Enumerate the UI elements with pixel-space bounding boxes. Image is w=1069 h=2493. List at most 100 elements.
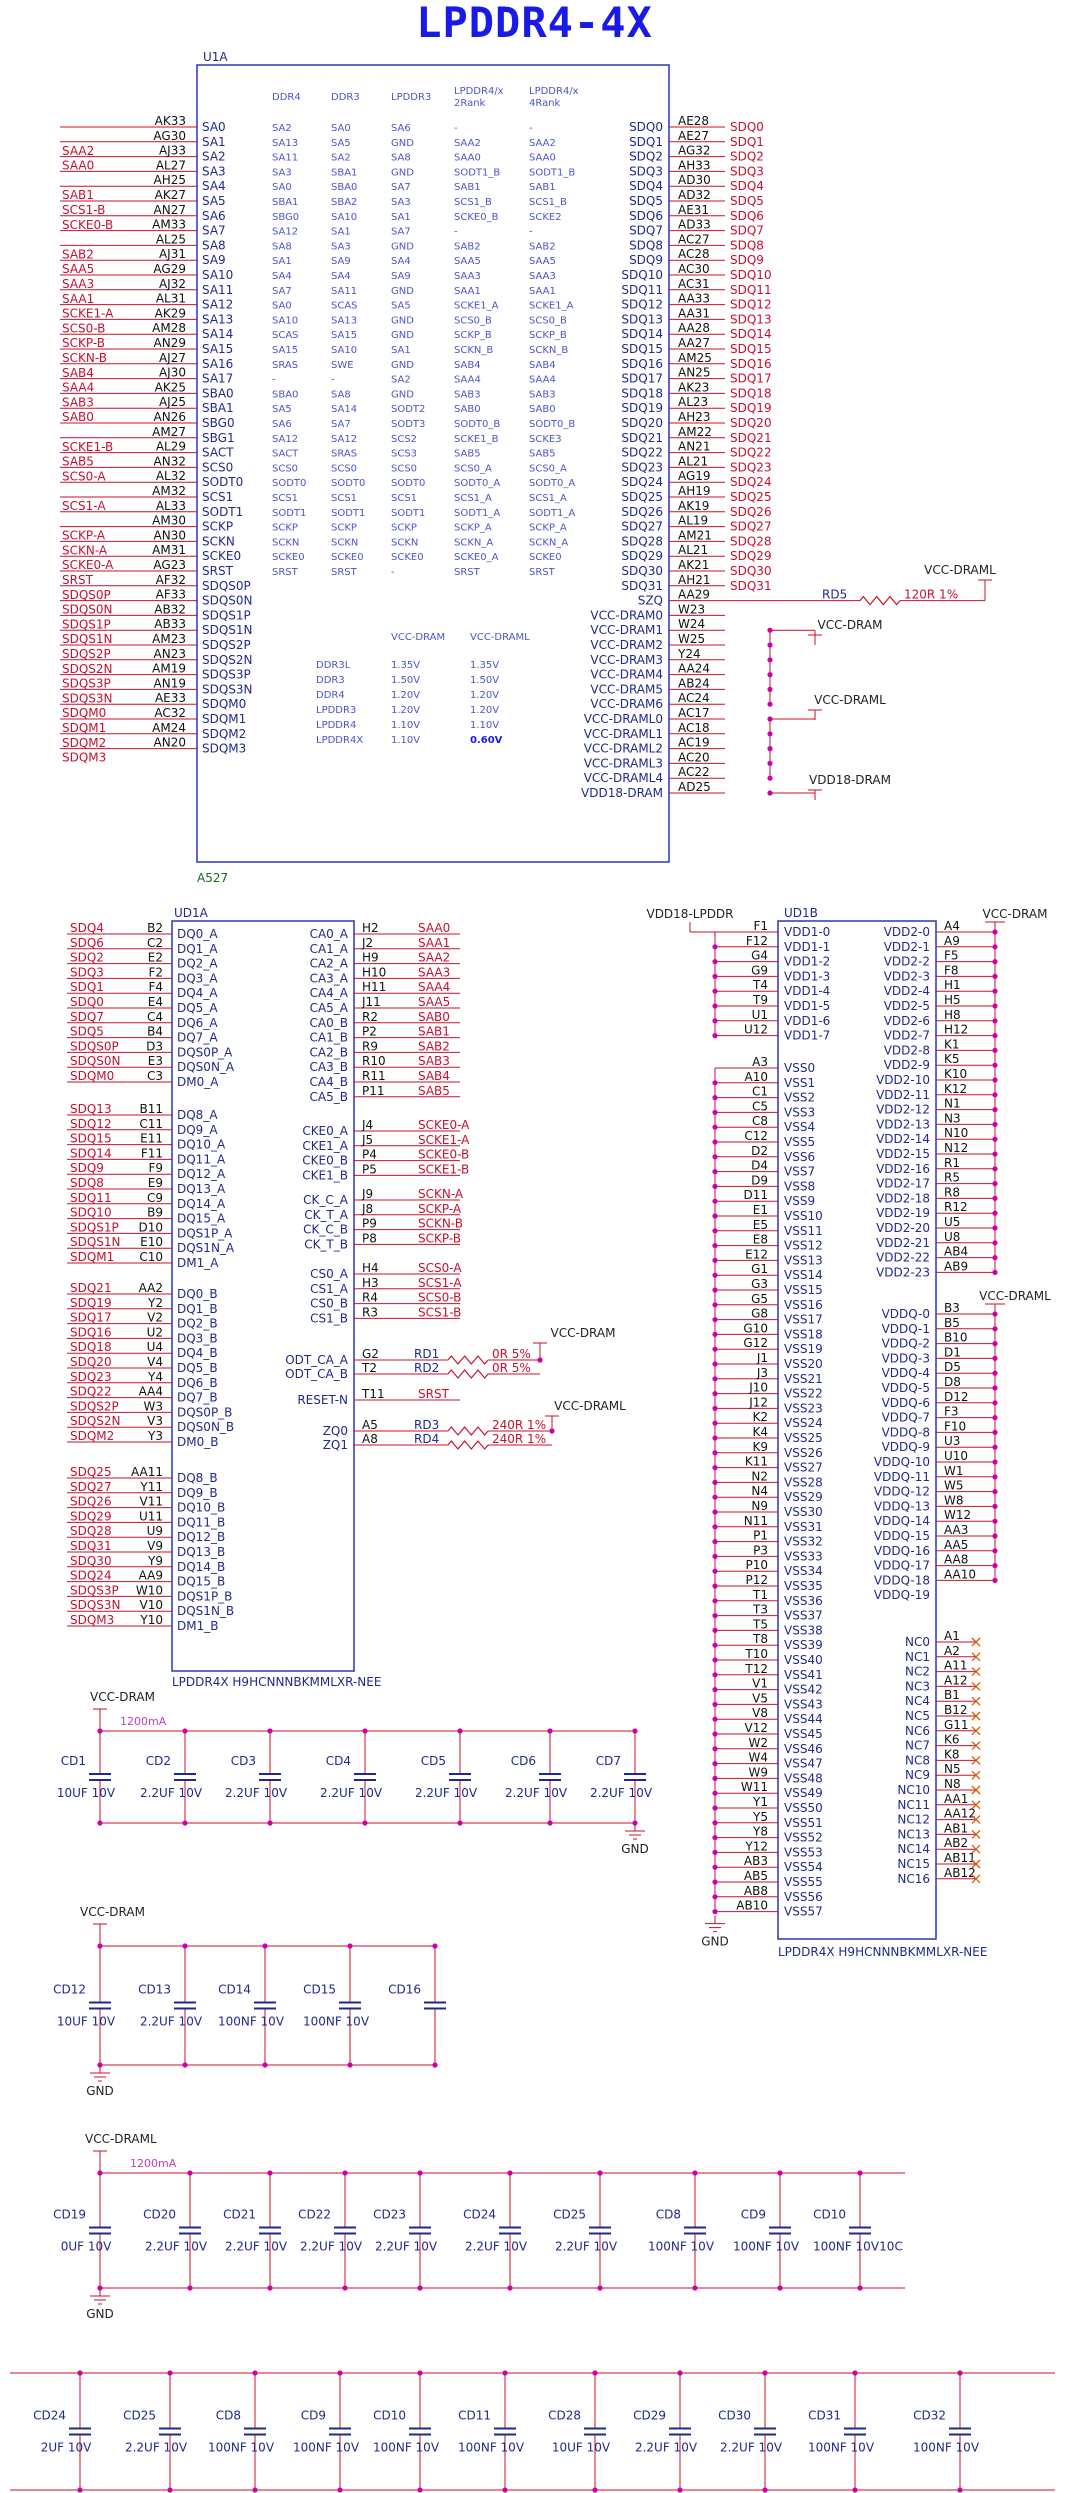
ud1a-right-net: SAA0 <box>418 921 450 935</box>
u1a-pin-name: SA11 <box>202 283 233 297</box>
junction-dot <box>992 1355 998 1361</box>
u1a-alt-func: SCS3 <box>391 449 417 460</box>
ud1a-right-ball: H10 <box>362 965 386 979</box>
junction-dot <box>992 1503 998 1509</box>
junction-dot <box>502 2487 508 2493</box>
u1a-ball: AK33 <box>155 114 186 128</box>
u1a-net-label: SAA5 <box>62 262 94 276</box>
u1a-right-ball: AK23 <box>678 380 709 394</box>
u1a-right-net: SDQ20 <box>730 416 772 430</box>
volt-table-cell: 1.50V <box>391 675 420 686</box>
u1a-alt-func: - <box>331 375 335 386</box>
vdd2-ball: H12 <box>944 1023 968 1037</box>
vss-ball: T8 <box>752 1632 768 1646</box>
junction-dot <box>992 1240 998 1246</box>
u1a-ball: AE33 <box>155 691 186 705</box>
u1a-right-pin-name: SDQ29 <box>621 549 663 563</box>
u1a-right-net: SDQ6 <box>730 209 764 223</box>
vddq-pin: VDDQ-7 <box>882 1411 930 1425</box>
vddq-ball: AA3 <box>944 1523 968 1537</box>
rail-label: VDD18-DRAM <box>809 773 891 787</box>
cap-value: 10C <box>879 2240 903 2254</box>
ud1a-right-pin: CKE1_B <box>302 1168 348 1182</box>
ud1a-right-net: SAB0 <box>418 1010 450 1024</box>
u1a-right-pin-name: SDQ0 <box>629 120 663 134</box>
vddq-pin: VDDQ-2 <box>882 1337 930 1351</box>
junction-dot <box>362 1728 368 1734</box>
u1a-ball: AJ30 <box>159 366 186 380</box>
gnd-label: GND <box>86 2084 114 2098</box>
junction-dot <box>712 973 718 980</box>
vddq-ball: W1 <box>944 1464 964 1478</box>
vdd2-pin: VDD2-6 <box>884 1014 930 1028</box>
rail-label: VCC-DRAML <box>924 563 996 577</box>
vss-pin: VSS0 <box>784 1061 815 1075</box>
ud1a-ball: Y11 <box>139 1480 163 1494</box>
junction-dot <box>712 1183 718 1189</box>
nc-marker <box>971 1859 981 1869</box>
vdd1-pin: VDD1-2 <box>784 955 830 969</box>
ud1a-net-label: SDQS3N <box>70 1598 121 1612</box>
u1a-pin-name: SA14 <box>202 327 233 341</box>
ud1a-net-label: SDQS2P <box>70 1399 119 1413</box>
nc-marker <box>971 1696 981 1706</box>
vdd2-ball: N3 <box>944 1111 961 1125</box>
vdd2-pin: VDD2-7 <box>884 1029 930 1043</box>
junction-dot <box>547 1728 553 1734</box>
ud1a-ball: U11 <box>139 1509 163 1523</box>
ud1a-right-ball: R4 <box>362 1291 378 1305</box>
vss-pin: VSS29 <box>784 1490 823 1504</box>
gnd-label: GND <box>86 2307 114 2321</box>
volt-table-cell: 1.35V <box>391 660 420 671</box>
ud1a-pin-name: DQ3_A <box>177 971 218 985</box>
cap-ref: CD19 <box>53 2208 86 2222</box>
u1a-alt-func: SCS0_A <box>529 463 567 474</box>
vdd2-ball: H8 <box>944 1008 961 1022</box>
vdd1-ball: G4 <box>751 949 768 963</box>
ud1a-right-ball: J2 <box>361 936 373 950</box>
u1a-alt-func: SCKP_A <box>529 523 567 534</box>
u1a-alt-func: SCAS <box>331 301 358 312</box>
ud1a-pin-name: DQ5_B <box>177 1361 218 1375</box>
u1a-right-ball: AA27 <box>678 336 710 350</box>
junction-dot <box>712 1479 718 1485</box>
u1a-right-ball: AC24 <box>678 691 710 705</box>
u1a-right-ball: AD33 <box>678 218 711 232</box>
ud1a-ball: B11 <box>139 1102 163 1116</box>
odt-value: 0R 5% <box>492 1347 531 1361</box>
vdd2-pin: VDD2-13 <box>876 1117 930 1131</box>
cap-value: 2.2UF 10V <box>225 2240 288 2254</box>
junction-dot <box>262 1943 268 1949</box>
u1a-alt-func: SA10 <box>272 315 298 326</box>
junction-dot <box>712 1583 718 1589</box>
u1a-pin-name: SA17 <box>202 372 233 386</box>
rail-junction <box>767 701 773 707</box>
cap-ref: CD32 <box>913 2409 946 2423</box>
junction-dot <box>712 1746 718 1752</box>
junction-dot <box>992 1121 998 1127</box>
u1a-alt-func: SODT0_B <box>454 419 500 430</box>
vss-ball: J10 <box>748 1381 768 1395</box>
u1a-alt-func: SCKE0_A <box>454 552 499 563</box>
nc-pin: NC15 <box>897 1857 930 1871</box>
u1a-alt-func: SA6 <box>391 123 411 134</box>
vdd2-ball: A9 <box>944 934 960 948</box>
junction-dot <box>712 959 718 965</box>
vdd1-pin: VDD1-4 <box>784 984 830 998</box>
u1a-right-ball: AN21 <box>678 440 710 454</box>
u1a-right-ball: AM22 <box>678 425 712 439</box>
ud1a-pin-name: DQ2_A <box>177 957 218 971</box>
vdd2-ball: N12 <box>944 1141 968 1155</box>
u1a-alt-func: SA10 <box>331 345 357 356</box>
zq-pin: ZQ1 <box>323 1438 348 1452</box>
cap-value: 2.2UF 10V <box>140 1786 203 1800</box>
ud1a-net-label: SDQ17 <box>70 1311 112 1325</box>
vdd2-pin: VDD2-21 <box>876 1236 930 1250</box>
vdd2-pin: VDD2-10 <box>876 1073 930 1087</box>
junction-dot <box>712 1509 718 1515</box>
junction-dot <box>507 2170 513 2176</box>
u1a-ball: AN30 <box>154 528 186 542</box>
ud1a-right-net: SAA1 <box>418 936 450 950</box>
u1a-alt-func: SAA0 <box>529 153 556 164</box>
u1a-alt-func: SCKP <box>331 523 357 534</box>
